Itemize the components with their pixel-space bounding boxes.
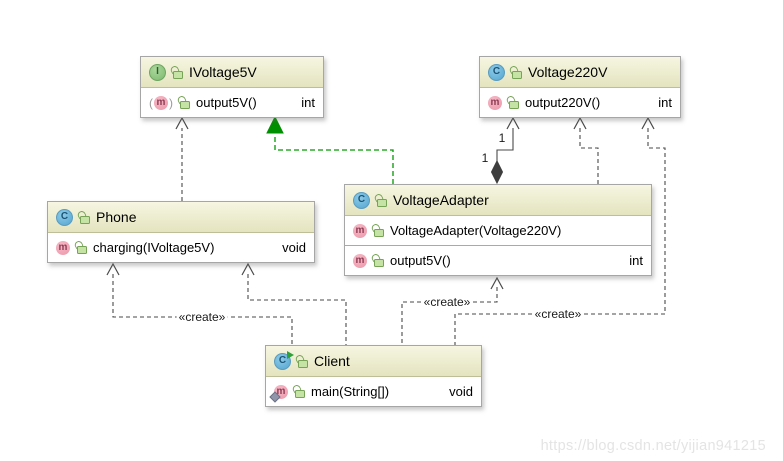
member-row-output5v[interactable]: m output5V() int	[345, 245, 651, 275]
method-icon: m	[488, 95, 502, 110]
class-name: Voltage220V	[528, 64, 608, 80]
class-box-voltage220v[interactable]: C Voltage220V m output220V() int	[479, 56, 681, 118]
class-header-ivoltage5v[interactable]: I IVoltage5V	[141, 57, 323, 88]
class-box-client[interactable]: C Client m main(String[]) void	[265, 345, 482, 407]
edge-dependency-client-phone[interactable]	[241, 262, 347, 345]
class-box-voltageadapter[interactable]: C VoltageAdapter m VoltageAdapter(Voltag…	[344, 184, 652, 276]
abstract-method-marker: m	[149, 95, 173, 110]
public-lock-icon	[372, 224, 385, 237]
multiplicity-label-target: 1	[498, 131, 506, 145]
edge-label-create-phone: «create»	[176, 310, 228, 324]
public-lock-icon	[171, 66, 184, 79]
method-icon: m	[353, 253, 367, 268]
method-signature: output5V()	[196, 95, 257, 110]
edge-create-client-voltageadapter[interactable]	[401, 276, 504, 345]
interface-icon: I	[149, 63, 166, 81]
static-overlay-icon	[269, 390, 281, 403]
class-name: VoltageAdapter	[393, 192, 489, 208]
return-type: void	[282, 240, 306, 255]
method-icon: m	[56, 240, 70, 255]
public-lock-icon	[75, 241, 88, 254]
class-name: Phone	[96, 209, 137, 225]
member-row-charging[interactable]: m charging(IVoltage5V) void	[48, 233, 314, 262]
method-signature: charging(IVoltage5V)	[93, 240, 215, 255]
return-type: int	[658, 95, 672, 110]
class-box-ivoltage5v[interactable]: I IVoltage5V m output5V() int	[140, 56, 324, 118]
edge-create-client-voltage220v[interactable]	[454, 116, 666, 345]
public-lock-icon	[178, 96, 191, 109]
edge-composition-voltageadapter-voltage220v[interactable]	[490, 116, 520, 185]
multiplicity-label-source: 1	[481, 151, 489, 165]
member-row-main[interactable]: m main(String[]) void	[266, 377, 481, 406]
method-signature: main(String[])	[311, 384, 390, 399]
member-row-output5v-abstract[interactable]: m output5V() int	[141, 88, 323, 117]
class-name: IVoltage5V	[189, 64, 257, 80]
public-lock-icon	[296, 355, 309, 368]
public-lock-icon	[78, 211, 91, 224]
edge-dependency-phone-ivoltage5v[interactable]	[175, 116, 189, 201]
runnable-class-icon: C	[274, 350, 294, 370]
return-type: int	[629, 253, 643, 268]
method-icon: m	[353, 223, 367, 238]
class-box-phone[interactable]: C Phone m charging(IVoltage5V) void	[47, 201, 315, 263]
class-icon: C	[488, 63, 505, 81]
class-header-client[interactable]: C Client	[266, 346, 481, 377]
edge-create-client-phone[interactable]	[106, 262, 293, 345]
public-lock-icon	[372, 254, 385, 267]
edge-label-create-voltageadapter: «create»	[421, 295, 473, 309]
class-header-voltageadapter[interactable]: C VoltageAdapter	[345, 185, 651, 216]
public-lock-icon	[375, 194, 388, 207]
public-lock-icon	[293, 385, 306, 398]
class-header-voltage220v[interactable]: C Voltage220V	[480, 57, 680, 88]
constructor-signature: VoltageAdapter(Voltage220V)	[390, 223, 562, 238]
edge-realization-voltageadapter-ivoltage5v[interactable]	[266, 115, 394, 184]
static-method-icon: m	[269, 384, 288, 403]
member-row-constructor[interactable]: m VoltageAdapter(Voltage220V)	[345, 216, 651, 245]
class-icon: C	[56, 208, 73, 226]
method-signature: output5V()	[390, 253, 451, 268]
class-name: Client	[314, 353, 350, 369]
edge-dependency-voltageadapter-voltage220v[interactable]	[573, 116, 599, 184]
public-lock-icon	[507, 96, 520, 109]
return-type: void	[449, 384, 473, 399]
method-signature: output220V()	[525, 95, 601, 110]
class-icon: C	[353, 191, 370, 209]
return-type: int	[301, 95, 315, 110]
member-row-output220v[interactable]: m output220V() int	[480, 88, 680, 117]
run-overlay-icon	[287, 350, 294, 359]
edge-label-create-voltage220v: «create»	[532, 307, 584, 321]
watermark: https://blog.csdn.net/yijian941215	[540, 438, 766, 454]
method-icon: m	[154, 95, 168, 110]
class-header-phone[interactable]: C Phone	[48, 202, 314, 233]
public-lock-icon	[510, 66, 523, 79]
